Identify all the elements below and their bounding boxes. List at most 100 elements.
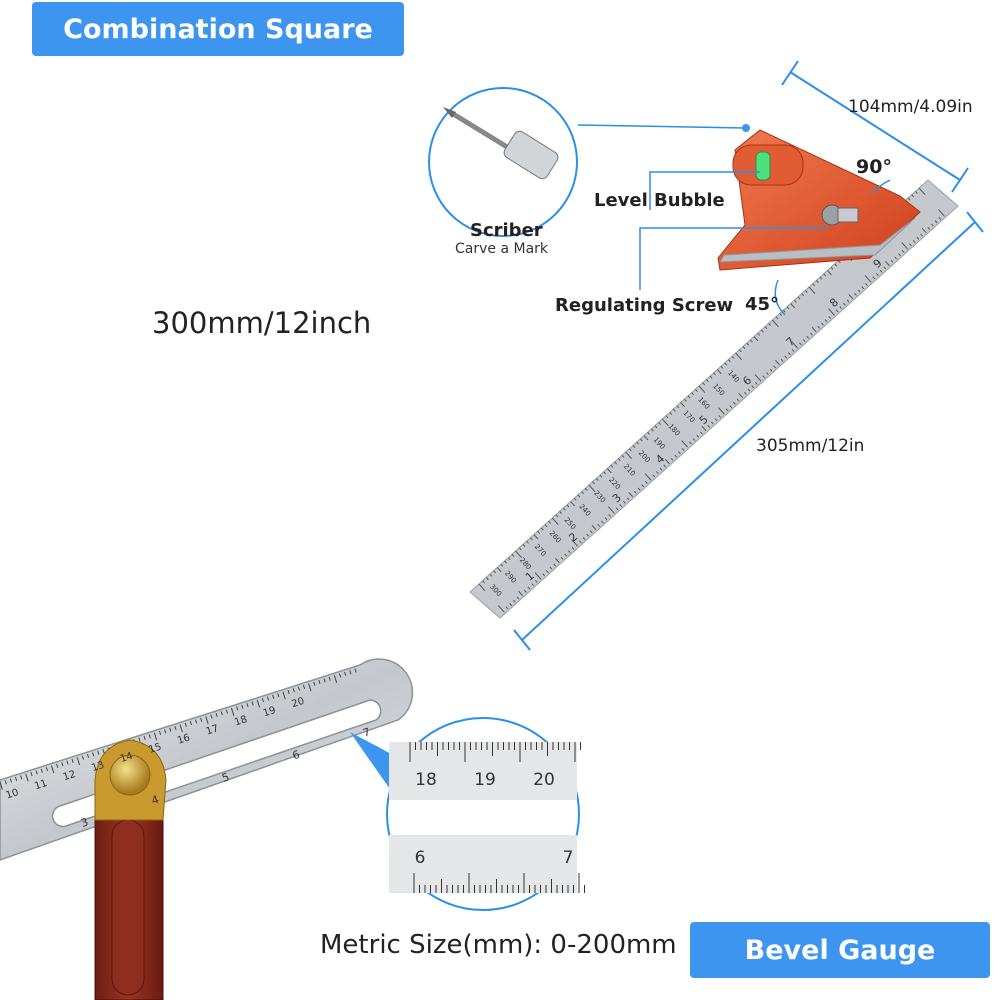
ruler-tick	[828, 308, 835, 316]
ruler-tick	[751, 385, 755, 389]
ruler-tick	[804, 289, 808, 293]
ruler-tick	[537, 530, 540, 534]
ruler-tick	[812, 283, 816, 287]
ruler-tick	[318, 679, 321, 685]
ruler-tick	[692, 438, 696, 441]
ruler-tick	[554, 557, 560, 564]
ruler-tick	[45, 767, 48, 772]
ruler-tick	[534, 572, 542, 580]
ruler-tick	[540, 527, 544, 531]
ruler-tick	[678, 451, 681, 455]
ruler-tick	[615, 507, 619, 511]
ruler-tick	[872, 276, 876, 280]
ruler-tick	[215, 712, 218, 717]
ruler-tick	[793, 299, 797, 303]
ruler-tick	[749, 339, 753, 343]
ruler-tick	[523, 589, 527, 593]
ruler-tick	[277, 693, 280, 698]
ruler-tick	[619, 504, 623, 507]
ruler-tick	[323, 678, 326, 683]
regulating-screw-label: Regulating Screw	[555, 295, 734, 316]
ruler-tick	[681, 440, 689, 448]
ruler-tick	[597, 523, 601, 527]
ruler-tick	[846, 299, 850, 303]
ruler-tick	[56, 763, 59, 768]
zoom-top-number: 19	[474, 770, 496, 790]
ruler-tick	[716, 369, 722, 375]
ruler-tick	[700, 431, 703, 435]
ruler-tick	[354, 668, 357, 673]
ruler-tick	[97, 750, 100, 755]
ruler-tick	[810, 332, 813, 336]
ruler-tick	[658, 421, 662, 425]
ruler-tick	[566, 504, 570, 508]
ruler-tick	[634, 490, 637, 494]
ruler-tick	[555, 514, 559, 518]
ruler-tick	[927, 226, 931, 230]
ruler-tick	[890, 259, 894, 263]
ruler-tick	[482, 580, 485, 584]
ruler-tick	[701, 425, 707, 432]
ruler-tick	[731, 355, 735, 359]
ruler-tick	[779, 313, 783, 316]
ruler-tick	[493, 570, 496, 574]
ruler-tick	[931, 223, 934, 227]
length-dimension-label: 305mm/12in	[756, 436, 865, 456]
ruler-tick	[9, 778, 12, 783]
ruler-tick	[71, 758, 74, 763]
ruler-tick	[143, 735, 146, 740]
ruler-tick	[164, 729, 167, 734]
ruler-tick	[775, 359, 780, 366]
ruler-tick	[835, 309, 839, 313]
ruler-tick	[586, 533, 590, 537]
combination-square-badge: Combination Square	[32, 2, 404, 56]
ruler-tick	[656, 471, 659, 474]
ruler-tick	[861, 286, 865, 290]
ruler-tick	[210, 714, 213, 719]
ruler-tick	[562, 507, 566, 511]
ruler-tick	[14, 776, 18, 782]
ruler-tick	[639, 438, 643, 442]
combination-square-head	[717, 124, 921, 271]
ruler-tick	[246, 702, 249, 708]
ruler-tick	[823, 273, 827, 277]
ruler-tick	[788, 352, 791, 356]
ruler-tick	[916, 236, 920, 240]
dimension-lines	[513, 60, 984, 651]
ruler-tick	[901, 242, 909, 250]
bevel-bottom-number: 6	[291, 748, 302, 763]
ruler-tick	[200, 717, 203, 722]
ruler-tick	[50, 765, 55, 774]
bevel-gauge-handle	[94, 739, 167, 1000]
ruler-tick	[338, 673, 342, 678]
ruler-tick	[570, 501, 576, 507]
ruler-tick	[507, 557, 511, 561]
zoom-top-number: 18	[415, 770, 437, 790]
ruler-tick	[571, 546, 575, 550]
ruler-tick	[559, 511, 562, 514]
angle-90-label: 90°	[856, 156, 892, 178]
bevel-bottom-number: 7	[361, 725, 372, 740]
ruler-tick	[744, 391, 747, 395]
ruler-tick	[625, 451, 633, 460]
ruler-tick	[938, 209, 945, 217]
ruler-tick	[735, 352, 743, 361]
ruler-tick	[791, 341, 799, 349]
ruler-tick	[773, 365, 777, 369]
ruler-tick	[205, 716, 209, 725]
bevel-top-number: 16	[176, 732, 191, 746]
ruler-tick	[824, 319, 828, 323]
ruler-tick	[344, 671, 347, 676]
bevel-top-number: 11	[33, 778, 48, 792]
scriber-circle	[428, 87, 578, 237]
level-bubble-label: Level Bubble	[594, 190, 725, 211]
ruler-tick	[478, 583, 486, 592]
ruler-tick	[729, 405, 733, 408]
ruler-tick	[907, 197, 911, 201]
ruler-tick	[718, 407, 725, 415]
ruler-tick	[509, 603, 513, 606]
ruler-tick	[828, 315, 832, 319]
ruler-tick	[81, 755, 84, 760]
ruler-tick	[742, 346, 746, 349]
ruler-tick	[736, 398, 740, 402]
